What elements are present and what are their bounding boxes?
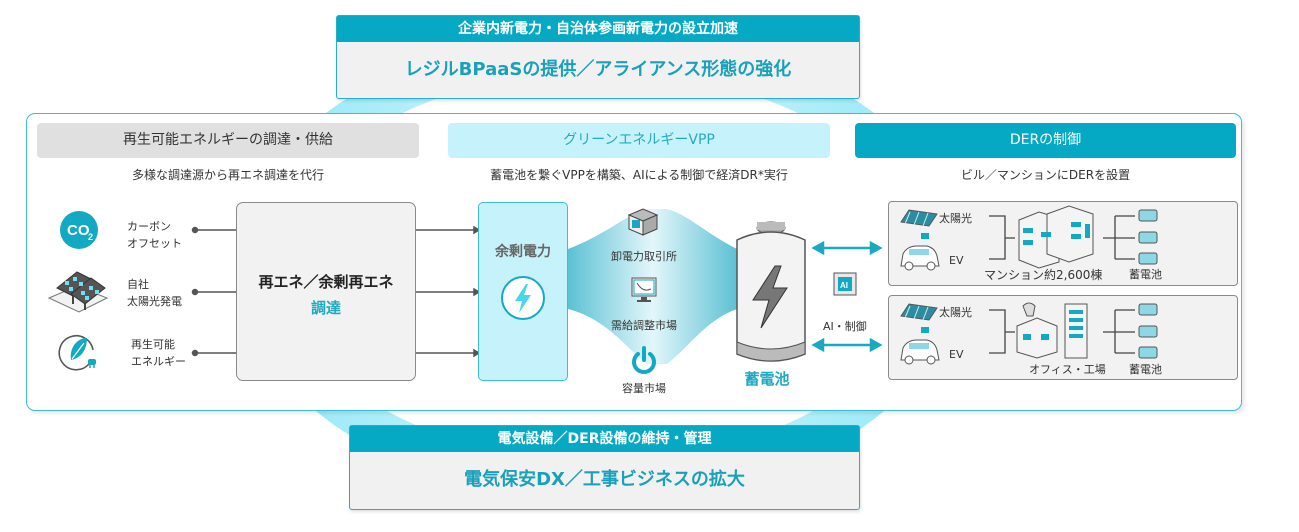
surplus-power-box: 余剰電力 bbox=[478, 202, 568, 381]
der-site-box-mansion: 太陽光 EV マンション約2,600棟 蓄電池 bbox=[888, 201, 1238, 286]
ev-car-icon bbox=[900, 233, 940, 271]
source-label-carbon-offset: カーボン オフセット bbox=[127, 218, 182, 252]
mini-battery-icon bbox=[1138, 209, 1158, 265]
ev-label: EV bbox=[949, 348, 964, 361]
battery-icon bbox=[736, 221, 806, 362]
surplus-power-label: 余剰電力 bbox=[495, 244, 551, 260]
bottom-initiative-header: 電気設備／DER設備の維持・管理 bbox=[350, 426, 859, 452]
der-connector bbox=[989, 205, 1158, 269]
lightning-icon bbox=[501, 276, 545, 320]
solar-panel-icon bbox=[900, 303, 938, 321]
main-panel: 再生可能エネルギーの調達・供給 グリーンエネルギーVPP DERの制御 多様な調… bbox=[26, 113, 1242, 411]
arrow-head bbox=[811, 240, 825, 256]
source-label-line: 自社 bbox=[127, 278, 149, 291]
site-label-office: オフィス・工場 bbox=[1029, 363, 1106, 376]
monitor-chart-icon bbox=[631, 277, 657, 302]
column-header-der: DERの制御 bbox=[855, 123, 1236, 158]
market-label-capacity: 容量市場 bbox=[622, 382, 666, 395]
column-subtitle-procurement: 多様な調達源から再エネ調達を代行 bbox=[131, 168, 324, 182]
svg-text:AI: AI bbox=[840, 281, 848, 290]
source-label-line: カーボン bbox=[127, 220, 171, 233]
solar-label: 太陽光 bbox=[939, 306, 972, 319]
ai-chip-icon: AI bbox=[833, 272, 857, 296]
solar-panel-icon bbox=[900, 209, 938, 227]
column-subtitle-der: ビル／マンションにDERを設置 bbox=[960, 168, 1131, 182]
der-site-box-office: 太陽光 EV オフィス・工場 蓄電池 bbox=[888, 295, 1238, 380]
ai-control-label: AI・制御 bbox=[823, 320, 867, 333]
market-label-wholesale: 卸電力取引所 bbox=[611, 250, 677, 263]
factory-office-icon bbox=[1016, 302, 1088, 359]
source-label-line: オフセット bbox=[127, 237, 182, 250]
procurement-box: 再エネ／余剰再エネ 調達 bbox=[236, 202, 416, 381]
procurement-title: 再エネ／余剰再エネ bbox=[258, 273, 394, 291]
column-subtitle-vpp: 蓄電池を繋ぐVPPを構築、AIによる制御で経済DR*実行 bbox=[490, 168, 788, 182]
source-label-line: 再生可能 bbox=[131, 338, 175, 351]
der-battery-label: 蓄電池 bbox=[1129, 268, 1162, 281]
svg-text:2: 2 bbox=[88, 232, 93, 242]
ev-label: EV bbox=[949, 254, 964, 267]
solar-label: 太陽光 bbox=[939, 212, 972, 225]
power-icon bbox=[632, 346, 656, 374]
svg-text:CO: CO bbox=[67, 222, 90, 239]
apartment-building-icon bbox=[1018, 205, 1094, 269]
source-item bbox=[47, 266, 109, 320]
column-header-procurement: 再生可能エネルギーの調達・供給 bbox=[37, 123, 419, 158]
der-battery-label: 蓄電池 bbox=[1129, 363, 1162, 376]
bottom-initiative-body: 電気保安DX／工事ビジネスの拡大 bbox=[464, 469, 745, 490]
source-item: CO 2 bbox=[59, 210, 99, 254]
der-connector bbox=[989, 302, 1158, 359]
leaf-plug-icon bbox=[58, 335, 96, 371]
solar-farm-icon bbox=[47, 271, 109, 313]
arrow-head bbox=[811, 337, 825, 353]
procurement-subtitle: 調達 bbox=[310, 299, 341, 317]
arrow-head bbox=[869, 337, 883, 353]
co2-icon: CO 2 bbox=[60, 211, 98, 249]
arrow-head bbox=[473, 348, 481, 358]
source-label-renewable: 再生可能 エネルギー bbox=[131, 336, 186, 370]
battery-label: 蓄電池 bbox=[744, 370, 790, 388]
mini-battery-icon bbox=[1138, 303, 1158, 359]
arrow-head bbox=[869, 240, 883, 256]
source-label-line: 太陽光発電 bbox=[127, 295, 182, 308]
top-initiative-box: 企業内新電力・自治体参画新電力の設立加速 レジルBPaaSの提供／アライアンス形… bbox=[336, 15, 860, 99]
bottom-initiative-box: 電気設備／DER設備の維持・管理 電気保安DX／工事ビジネスの拡大 bbox=[349, 425, 860, 510]
market-label-balancing: 需給調整市場 bbox=[611, 319, 677, 332]
column-header-vpp: グリーンエネルギーVPP bbox=[448, 123, 830, 158]
arrow-head bbox=[473, 225, 481, 235]
site-label-mansion: マンション約2,600棟 bbox=[984, 268, 1103, 282]
source-label-own-solar: 自社 太陽光発電 bbox=[127, 276, 182, 310]
source-label-line: エネルギー bbox=[131, 355, 186, 368]
source-item bbox=[58, 330, 99, 374]
top-initiative-body: レジルBPaaSの提供／アライアンス形態の強化 bbox=[404, 59, 792, 80]
ev-car-icon bbox=[900, 327, 940, 365]
building-icon bbox=[627, 208, 659, 236]
top-initiative-header: 企業内新電力・自治体参画新電力の設立加速 bbox=[337, 16, 859, 42]
arrow-head bbox=[473, 287, 481, 297]
